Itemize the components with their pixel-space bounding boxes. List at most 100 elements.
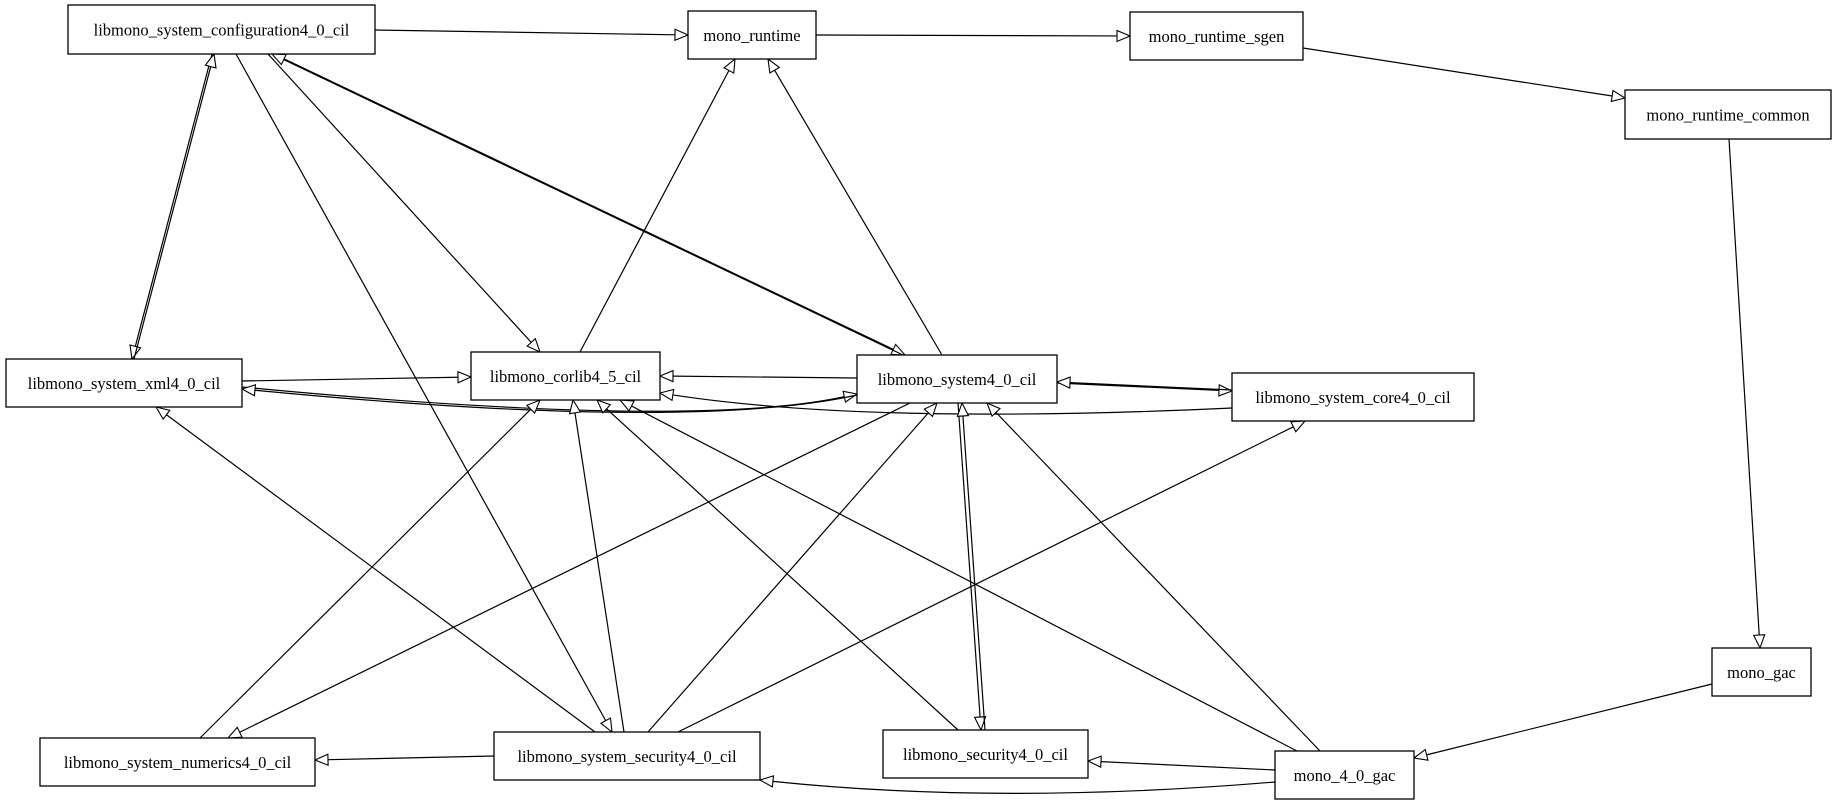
- edges-layer: [129, 28, 1766, 794]
- edge-libmono_security4_0_cil-to-libmono_system4_0_cil: [956, 401, 986, 731]
- edge-libmono_system4_0_cil-to-libmono_system_xml4_0_cil: [240, 383, 858, 413]
- node-libmono_security4_0_cil[interactable]: libmono_security4_0_cil: [882, 729, 1089, 779]
- node-libmono_corlib4_5_cil[interactable]: libmono_corlib4_5_cil: [470, 351, 661, 401]
- edge-line: [957, 402, 981, 718]
- edge-line: [1069, 381, 1233, 391]
- arrowhead: [1412, 748, 1429, 761]
- node-box: [1129, 11, 1304, 61]
- edge-libmono_system4_0_cil-to-libmono_corlib4_5_cil: [658, 369, 858, 383]
- edge-line: [273, 53, 894, 350]
- edge-line: [647, 412, 929, 733]
- node-label: libmono_system_security4_0_cil: [517, 747, 736, 766]
- node-label: libmono_system4_0_cil: [878, 370, 1037, 389]
- arrowhead: [526, 337, 541, 354]
- edge-mono_4_0_gac-to-libmono_system_security4_0_cil: [758, 775, 1276, 794]
- node-mono_4_0_gac[interactable]: mono_4_0_gac: [1274, 750, 1415, 800]
- node-box: [856, 354, 1058, 404]
- edge-libmono_system_security4_0_cil-to-libmono_system_numerics4_0_cil: [313, 753, 495, 767]
- edge-libmono_system4_0_cil-to-libmono_security4_0_cil: [957, 402, 987, 732]
- edge-line: [283, 59, 904, 356]
- edge-libmono_system_xml4_0_cil-to-libmono_corlib4_5_cil: [241, 370, 473, 384]
- edge-line: [254, 389, 858, 413]
- node-label: mono_runtime_common: [1646, 106, 1809, 125]
- arrowhead: [525, 399, 542, 415]
- node-libmono_system_numerics4_0_cil[interactable]: libmono_system_numerics4_0_cil: [39, 737, 316, 787]
- arrowhead: [154, 406, 171, 421]
- edge-line: [815, 34, 1118, 37]
- arrowhead: [595, 399, 612, 414]
- node-label: mono_4_0_gac: [1294, 766, 1396, 785]
- node-libmono_system4_0_cil[interactable]: libmono_system4_0_cil: [856, 354, 1058, 404]
- edge-line: [374, 29, 676, 36]
- edge-mono_runtime_common-to-mono_gac: [1728, 138, 1766, 650]
- edge-line: [267, 53, 532, 343]
- edge-line: [995, 411, 1321, 752]
- edge-line: [772, 780, 1276, 794]
- node-box: [67, 4, 376, 55]
- edge-mono_4_0_gac-to-libmono_system4_0_cil: [986, 401, 1321, 752]
- node-label: mono_runtime_sgen: [1149, 27, 1285, 46]
- edge-line: [774, 69, 943, 356]
- edge-libmono_corlib4_5_cil-to-mono_runtime: [579, 57, 736, 353]
- edge-line: [134, 53, 213, 347]
- arrowhead: [723, 57, 736, 74]
- edge-mono_4_0_gac-to-libmono_security4_0_cil: [1086, 755, 1276, 771]
- edge-line: [241, 376, 459, 382]
- node-box: [1624, 89, 1832, 140]
- node-libmono_system_core4_0_cil[interactable]: libmono_system_core4_0_cil: [1231, 372, 1475, 422]
- arrowhead: [599, 717, 613, 734]
- node-box: [1274, 750, 1415, 800]
- arrowhead: [923, 401, 938, 418]
- node-box: [39, 737, 316, 787]
- node-label: libmono_corlib4_5_cil: [490, 367, 642, 386]
- edge-line: [327, 755, 495, 761]
- node-label: mono_runtime: [703, 26, 800, 45]
- arrowhead: [313, 753, 329, 767]
- node-box: [1711, 647, 1812, 697]
- arrowhead: [658, 369, 674, 383]
- edge-libmono_system4_0_cil-to-mono_runtime: [767, 57, 943, 356]
- edge-line: [606, 408, 959, 731]
- node-box: [470, 351, 661, 401]
- node-label: libmono_system_numerics4_0_cil: [64, 753, 292, 772]
- edge-libmono_system4_0_cil-to-libmono_system_core4_0_cil: [1056, 382, 1234, 397]
- edge-libmono_system_security4_0_cil-to-libmono_system_xml4_0_cil: [154, 406, 596, 733]
- node-mono_gac[interactable]: mono_gac: [1711, 647, 1812, 697]
- node-box: [1231, 372, 1475, 422]
- node-mono_runtime_common[interactable]: mono_runtime_common: [1624, 89, 1832, 140]
- node-label: libmono_security4_0_cil: [903, 745, 1068, 764]
- edge-libmono_system_security4_0_cil-to-libmono_system4_0_cil: [647, 401, 938, 733]
- arrowhead: [767, 57, 781, 74]
- arrowhead: [568, 398, 582, 415]
- arrowhead: [240, 383, 257, 397]
- node-label: libmono_system_configuration4_0_cil: [94, 21, 350, 40]
- nodes-layer: libmono_system_configuration4_0_cil mono_…: [5, 4, 1832, 800]
- edge-libmono_system_core4_0_cil-to-libmono_system4_0_cil: [1055, 376, 1233, 391]
- arrowhead: [674, 28, 690, 42]
- edge-line: [199, 408, 532, 739]
- node-libmono_system_configuration4_0_cil[interactable]: libmono_system_configuration4_0_cil: [67, 4, 376, 55]
- arrowhead: [1116, 29, 1132, 43]
- edge-mono_runtime_sgen-to-mono_runtime_common: [1302, 47, 1627, 103]
- node-mono_runtime_sgen[interactable]: mono_runtime_sgen: [1129, 11, 1304, 61]
- edge-line: [672, 375, 858, 379]
- edge-libmono_system_configuration4_0_cil-to-libmono_corlib4_5_cil: [267, 53, 541, 354]
- edge-line: [672, 394, 1233, 415]
- node-libmono_system_security4_0_cil[interactable]: libmono_system_security4_0_cil: [493, 731, 761, 781]
- node-libmono_system_xml4_0_cil[interactable]: libmono_system_xml4_0_cil: [5, 358, 243, 408]
- edge-line: [677, 426, 1294, 733]
- edge-line: [1056, 382, 1220, 392]
- edge-line: [239, 402, 911, 733]
- node-label: mono_gac: [1727, 663, 1796, 682]
- edge-libmono_system_core4_0_cil-to-libmono_corlib4_5_cil: [658, 388, 1233, 415]
- edge-mono_runtime-to-mono_runtime_sgen: [815, 29, 1132, 43]
- arrowhead: [1055, 376, 1071, 389]
- arrowhead: [1752, 634, 1766, 650]
- node-mono_runtime[interactable]: mono_runtime: [687, 10, 817, 60]
- edge-line: [574, 412, 625, 733]
- edge-libmono_system_xml4_0_cil-to-libmono_system_configuration4_0_cil: [133, 52, 217, 360]
- edge-line: [579, 70, 730, 353]
- node-box: [493, 731, 761, 781]
- edge-line: [1728, 138, 1760, 636]
- node-label: libmono_system_xml4_0_cil: [28, 374, 221, 393]
